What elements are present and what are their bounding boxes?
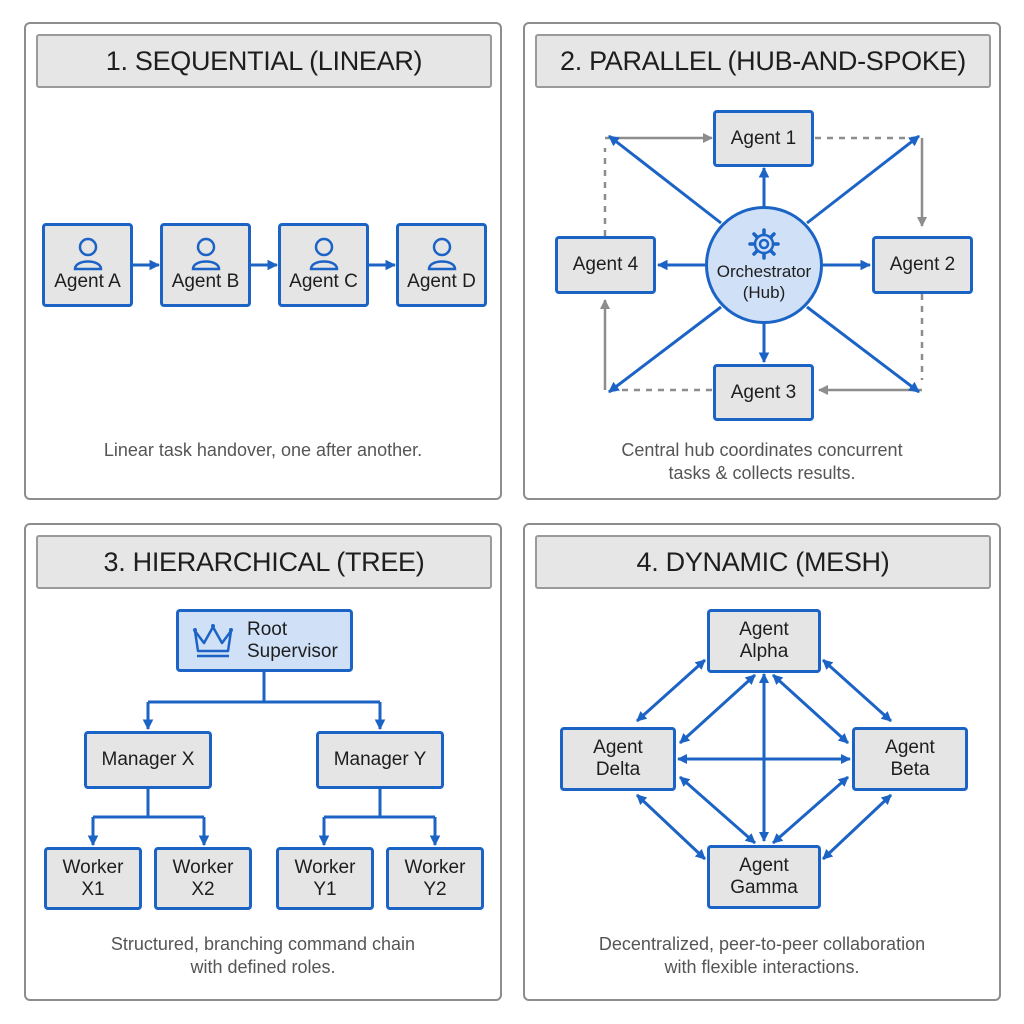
worker-y1-node: Worker Y1 (276, 847, 374, 910)
person-icon (427, 237, 456, 271)
node-label: Delta (595, 759, 641, 780)
manager-y-node: Manager Y (316, 731, 444, 789)
caption-line: tasks & collects results. (668, 463, 856, 483)
caption-line: with flexible interactions. (664, 957, 860, 977)
root-label-line1: Root (247, 618, 288, 640)
mesh-panel: 4. DYNAMIC (MESH) Agent Alpha Agent Beta… (523, 523, 1001, 1001)
person-icon (73, 237, 102, 271)
agent-4-node: Agent 4 (555, 236, 656, 294)
agent-3-node: Agent 3 (713, 364, 814, 421)
agent-delta-node: Agent Delta (560, 727, 676, 791)
agent-gamma-node: Agent Gamma (707, 845, 821, 909)
agent-1-node: Agent 1 (713, 110, 814, 167)
node-label: Agent 2 (889, 254, 956, 276)
root-supervisor-node: Root Supervisor (176, 609, 353, 672)
agent-b-node: Agent B (160, 223, 251, 307)
node-label: Agent (739, 619, 789, 641)
agent-alpha-node: Agent Alpha (707, 609, 821, 673)
node-label: Beta (890, 759, 930, 780)
node-label: Agent (593, 737, 643, 759)
orchestrator-hub: Orchestrator (Hub) (705, 206, 823, 324)
person-icon (191, 237, 220, 271)
node-label: Y2 (423, 878, 447, 900)
caption-line: Central hub coordinates concurrent (621, 440, 903, 460)
worker-x2-node: Worker X2 (154, 847, 252, 910)
node-label: Manager Y (333, 749, 427, 771)
node-label: Worker (294, 856, 356, 878)
tree-connectors (87, 672, 441, 847)
root-label-line2: Supervisor (247, 640, 338, 662)
sequential-arrows (133, 259, 397, 271)
worker-x1-node: Worker X1 (44, 847, 142, 910)
node-label: Agent B (171, 271, 240, 293)
hub-spoke-arrows (600, 133, 927, 395)
caption-line: with defined roles. (190, 957, 336, 977)
hierarchical-panel: 3. HIERARCHICAL (TREE) (24, 523, 502, 1001)
gear-icon (748, 228, 780, 260)
caption-line: Decentralized, peer-to-peer collaboratio… (598, 934, 926, 954)
agent-2-node: Agent 2 (872, 236, 973, 294)
panel-caption: Decentralized, peer-to-peer collaboratio… (525, 933, 999, 979)
node-label: X1 (81, 878, 105, 900)
node-label: Worker (62, 856, 124, 878)
agent-d-node: Agent D (396, 223, 487, 307)
hub-label-line2: (Hub) (742, 283, 786, 302)
hub-label-line1: Orchestrator (716, 261, 812, 281)
sequential-panel: 1. SEQUENTIAL (LINEAR) Agent A Agent B A… (24, 22, 502, 500)
node-label: Agent A (54, 271, 121, 293)
agent-beta-node: Agent Beta (852, 727, 968, 791)
agent-c-node: Agent C (278, 223, 369, 307)
caption-line: Structured, branching command chain (110, 934, 416, 954)
node-label: Agent 1 (730, 127, 797, 149)
panel-caption: Central hub coordinates concurrent tasks… (525, 439, 999, 485)
node-label: Agent (885, 737, 935, 759)
panel-title: 4. DYNAMIC (MESH) (535, 535, 991, 589)
person-icon (309, 237, 338, 271)
agent-a-node: Agent A (42, 223, 133, 307)
panel-title: 1. SEQUENTIAL (LINEAR) (36, 34, 492, 88)
panel-title: 2. PARALLEL (HUB-AND-SPOKE) (535, 34, 991, 88)
mesh-arrows (635, 658, 893, 861)
node-label: Agent 4 (572, 254, 639, 276)
node-label: Y1 (313, 878, 337, 900)
caption-line: Linear task handover, one after another. (103, 440, 423, 460)
node-label: Alpha (739, 641, 789, 662)
node-label: Worker (404, 856, 466, 878)
worker-y2-node: Worker Y2 (386, 847, 484, 910)
parallel-panel: 2. PARALLEL (HUB-AND-SPOKE) (523, 22, 1001, 500)
crown-icon (193, 623, 233, 657)
feedback-loop (600, 133, 927, 395)
manager-x-node: Manager X (84, 731, 212, 789)
node-label: Agent C (289, 271, 358, 293)
node-label: Agent (739, 855, 789, 877)
spokes (608, 134, 920, 394)
node-label: Agent 3 (730, 381, 797, 403)
panel-caption: Structured, branching command chain with… (26, 933, 500, 979)
node-label: Worker (172, 856, 234, 878)
node-label: X2 (191, 878, 215, 900)
node-label: Manager X (101, 749, 195, 771)
panel-title: 3. HIERARCHICAL (TREE) (36, 535, 492, 589)
panel-caption: Linear task handover, one after another. (26, 439, 500, 462)
node-label: Agent D (407, 271, 476, 293)
node-label: Gamma (730, 877, 798, 898)
